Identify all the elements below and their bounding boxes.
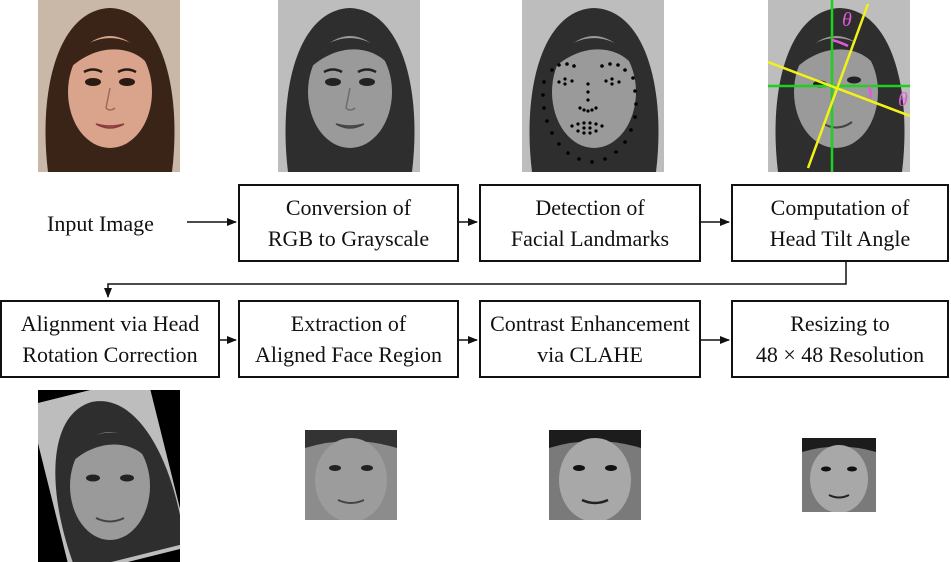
step-extract-face-region-line1: Extraction of [290, 311, 407, 336]
grayscale-face-image [278, 0, 420, 172]
step-head-tilt-angle-line1: Computation of [770, 195, 910, 220]
theta-label-top: θ [842, 9, 852, 31]
step-extract-face-region: Extraction of Aligned Face Region [238, 300, 459, 378]
step-resize-48: Resizing to 48 × 48 Resolution [731, 300, 949, 378]
landmarks-face-image [522, 0, 664, 172]
step-facial-landmarks-line2: Facial Landmarks [510, 226, 670, 251]
step-rgb-to-grayscale: Conversion of RGB to Grayscale [238, 184, 459, 262]
tilt-angle-face-image [768, 0, 910, 172]
arrow-step3-to-step4 [104, 262, 847, 298]
step-clahe-line1: Contrast Enhancement [490, 311, 690, 336]
input-image-label: Input Image [47, 211, 154, 236]
step-clahe-line2: via CLAHE [537, 342, 643, 367]
resized-face-image [802, 438, 876, 512]
tilt-line-horizontal [768, 60, 910, 118]
input-face-image [38, 0, 180, 172]
step-rotation-correction-line1: Alignment via Head [20, 311, 200, 336]
step-rgb-to-grayscale-line2: RGB to Grayscale [267, 226, 430, 251]
step-resize-48-line1: Resizing to [790, 311, 890, 336]
theta-label-right: θ [898, 89, 908, 111]
step-extract-face-region-line2: Aligned Face Region [255, 342, 442, 367]
cropped-face-image [305, 430, 397, 520]
step-clahe: Contrast Enhancement via CLAHE [479, 300, 701, 378]
aligned-face-image [38, 390, 180, 562]
step-facial-landmarks-line1: Detection of [535, 195, 645, 220]
step-facial-landmarks: Detection of Facial Landmarks [479, 184, 701, 262]
step-rotation-correction-line2: Rotation Correction [22, 342, 198, 367]
tilt-line-vertical [806, 3, 870, 169]
step-rotation-correction: Alignment via Head Rotation Correction [0, 300, 220, 378]
step-rgb-to-grayscale-line1: Conversion of [285, 195, 412, 220]
landmark-points [541, 62, 638, 164]
clahe-face-image [549, 430, 641, 520]
step-resize-48-line2: 48 × 48 Resolution [755, 342, 925, 367]
step-head-tilt-angle-line2: Head Tilt Angle [769, 226, 911, 251]
step-head-tilt-angle: Computation of Head Tilt Angle [731, 184, 949, 262]
